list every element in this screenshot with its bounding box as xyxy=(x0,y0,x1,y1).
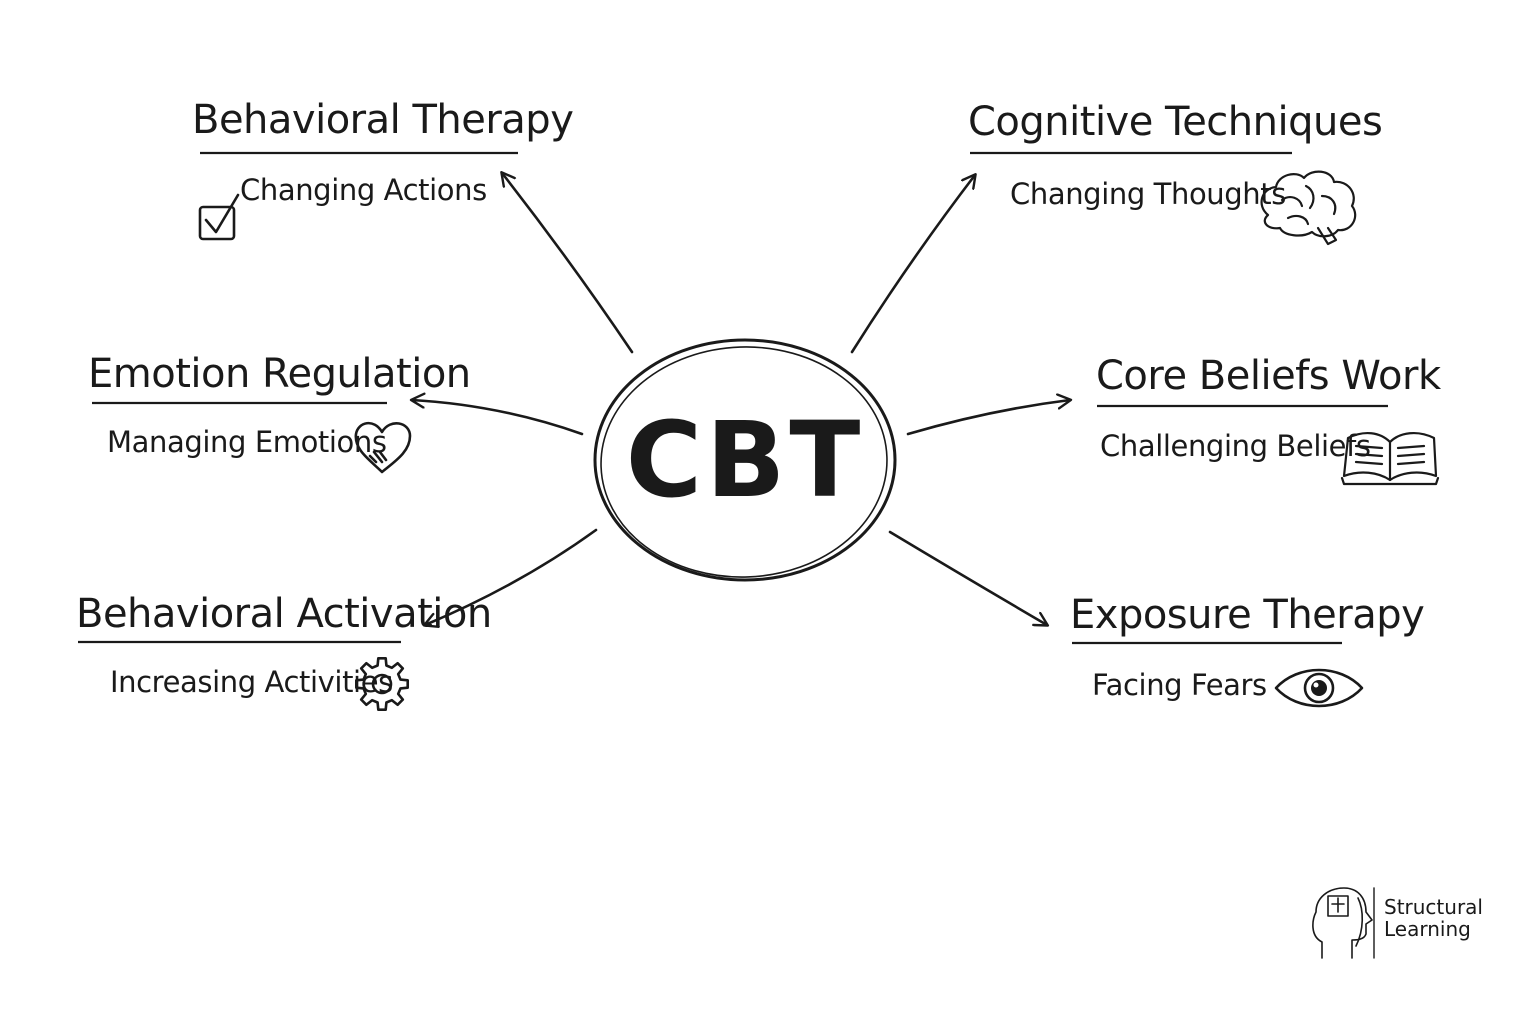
center-label: CBT xyxy=(625,399,865,521)
book-icon xyxy=(1340,432,1440,486)
title-behavioral-activation: Behavioral Activation xyxy=(76,591,492,637)
arrow-behavioral-activation xyxy=(425,528,598,625)
gear-icon xyxy=(355,657,409,711)
subtitle-core-beliefs-work: Challenging Beliefs xyxy=(1100,429,1371,463)
title-cognitive-techniques: Cognitive Techniques xyxy=(968,99,1383,145)
subtitle-exposure-therapy: Facing Fears xyxy=(1092,668,1267,702)
arrow-emotion-regulation xyxy=(412,400,584,436)
arrow-behavioral-therapy xyxy=(502,173,634,354)
subtitle-behavioral-therapy: Changing Actions xyxy=(240,173,487,207)
heart-icon xyxy=(354,421,412,474)
arrow-core-beliefs-work xyxy=(906,400,1070,436)
title-emotion-regulation: Emotion Regulation xyxy=(88,351,471,397)
subtitle-emotion-regulation: Managing Emotions xyxy=(107,425,387,459)
arrow-cognitive-techniques xyxy=(850,175,975,354)
head-puzzle-icon xyxy=(1312,887,1375,959)
title-behavioral-therapy: Behavioral Therapy xyxy=(192,97,574,143)
subtitle-behavioral-activation: Increasing Activities xyxy=(110,665,393,699)
eye-icon xyxy=(1274,668,1364,708)
checkbox-icon xyxy=(198,193,240,241)
brain-icon xyxy=(1260,170,1357,246)
subtitle-cognitive-techniques: Changing Thoughts xyxy=(1010,177,1286,211)
title-exposure-therapy: Exposure Therapy xyxy=(1070,592,1425,638)
title-core-beliefs-work: Core Beliefs Work xyxy=(1096,353,1441,399)
arrow-exposure-therapy xyxy=(888,530,1047,625)
center-oval xyxy=(593,338,897,582)
logo-text-line2: Learning xyxy=(1384,917,1471,941)
logo-text-line1: Structural xyxy=(1384,895,1483,919)
